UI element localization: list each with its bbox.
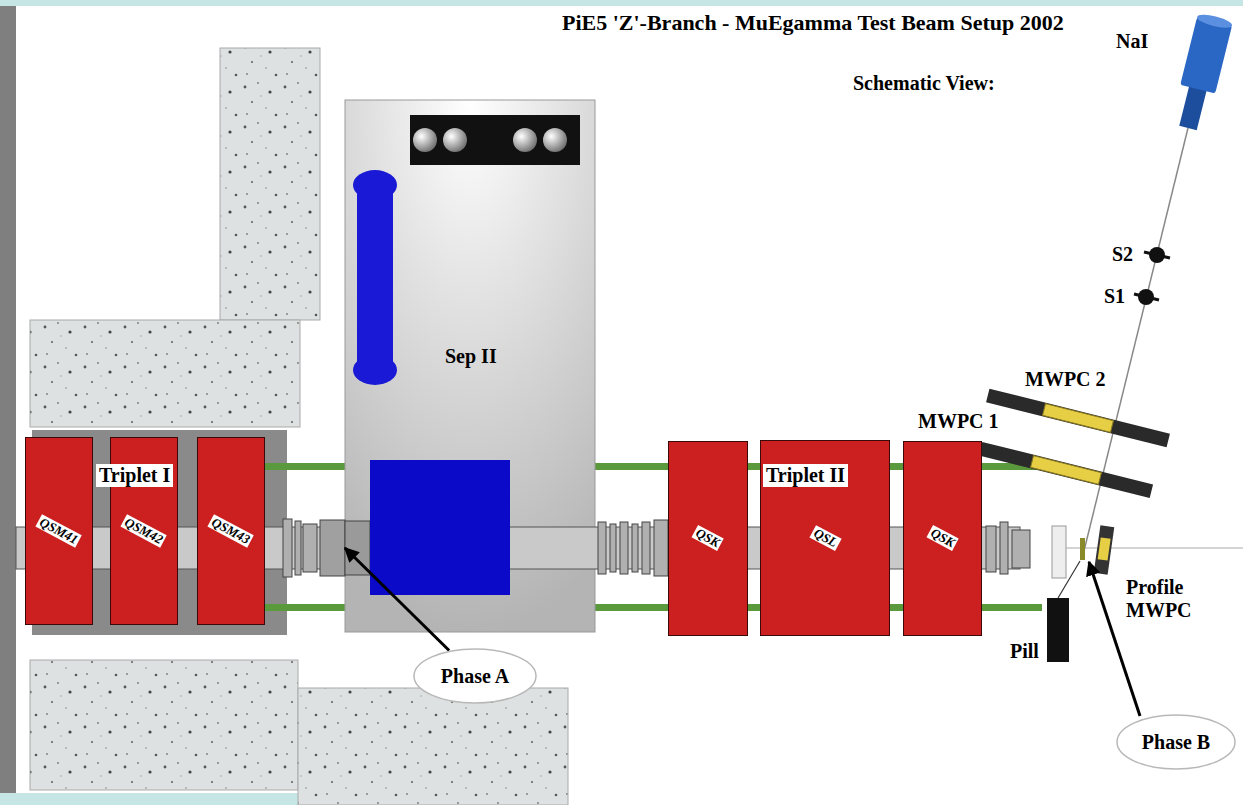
scintillator-symbol	[1144, 252, 1170, 258]
pipe-bellows	[620, 522, 628, 574]
detector-label: S2	[1112, 243, 1133, 266]
ellipse-shape	[1117, 715, 1235, 769]
pill-counter	[1047, 598, 1069, 662]
chamber-frame	[1094, 525, 1115, 574]
target	[1080, 538, 1085, 560]
separator-coil	[357, 185, 393, 370]
pill-holder	[1058, 561, 1080, 598]
chamber-wires	[1098, 537, 1111, 560]
node-text: Phase B	[1142, 731, 1210, 754]
detector-label: Pill	[1010, 640, 1039, 663]
node-text: QSM41	[36, 514, 83, 548]
frame-strip	[0, 0, 1243, 6]
separator-coil-cap	[353, 355, 397, 385]
pipe-flange	[320, 520, 345, 576]
pipe-flange	[1000, 522, 1008, 574]
concrete-block	[30, 660, 298, 790]
node-text: QSM42	[121, 514, 168, 548]
beam-axis	[1066, 548, 1243, 549]
pipe-flange	[986, 526, 996, 572]
chamber-wires	[1043, 404, 1114, 433]
callout-arrow	[345, 548, 449, 651]
node-text: Sep II	[445, 345, 497, 368]
callout-ellipse: Phase A	[413, 648, 537, 704]
quadrupole-magnet: QSM43	[197, 437, 265, 625]
hv-terminal	[513, 128, 537, 152]
detector-label: NaI	[1116, 30, 1148, 53]
quadrupole-magnet: QSM41	[25, 437, 93, 625]
pipe-flange	[303, 524, 317, 572]
ellipse-shape	[414, 649, 536, 703]
callout-ellipse: Phase B	[1116, 714, 1236, 770]
detector-body	[1180, 17, 1232, 94]
concrete-block	[298, 688, 568, 805]
separator-coil-cap	[353, 170, 397, 200]
pipe-flange	[654, 520, 668, 576]
subtitle: Schematic View:	[853, 72, 995, 95]
pipe-flange	[1012, 530, 1030, 568]
scintillator-symbol	[1134, 294, 1159, 300]
separator: Sep II	[345, 100, 595, 632]
pipe-bellows	[598, 522, 606, 574]
profile-chamber	[1094, 525, 1115, 574]
node-text: QSK	[926, 525, 959, 551]
nai-detector	[1171, 12, 1234, 132]
frame-strip	[0, 0, 16, 805]
detector-label: MWPC 1	[918, 410, 999, 433]
diagram-title: PiE5 'Z'-Branch - MuEgamma Test Beam Set…	[562, 10, 1064, 35]
chamber-frame	[979, 442, 1153, 498]
hv-terminal	[413, 128, 437, 152]
group-label: Triplet II	[763, 464, 848, 487]
pipe-flange	[283, 519, 292, 577]
chamber-wires	[1031, 456, 1102, 485]
concrete-block	[30, 320, 300, 427]
separator-plates	[370, 460, 510, 595]
chamber-frame	[986, 389, 1170, 448]
wire-chamber	[986, 389, 1170, 448]
detector-neck	[1179, 85, 1207, 130]
frame-strip	[0, 793, 340, 805]
hv-terminal	[443, 128, 467, 152]
group-label: Triplet I	[96, 464, 173, 487]
detector-label: MWPC 2	[1025, 368, 1106, 391]
vacuum-window	[1052, 526, 1066, 578]
detector-cap	[1196, 12, 1233, 30]
hv-terminal	[543, 128, 567, 152]
concrete-block	[220, 48, 320, 320]
separator-feedthrough	[410, 115, 580, 165]
node-text: QSL	[809, 525, 841, 551]
node-text: QSM43	[208, 514, 255, 548]
pipe-bellows	[610, 524, 616, 572]
pipe-flange	[295, 521, 301, 575]
quadrupole-magnet: QSK	[668, 441, 748, 636]
pipe-bellows	[632, 524, 638, 572]
node-text: Phase A	[441, 665, 509, 688]
quadrupole-magnet: QSK	[903, 441, 982, 636]
pipe-bellows	[642, 522, 650, 574]
detector-label: Profile MWPC	[1126, 576, 1222, 622]
wire-chamber	[979, 442, 1153, 498]
node-text: QSK	[692, 525, 725, 551]
detector-label: S1	[1104, 285, 1125, 308]
